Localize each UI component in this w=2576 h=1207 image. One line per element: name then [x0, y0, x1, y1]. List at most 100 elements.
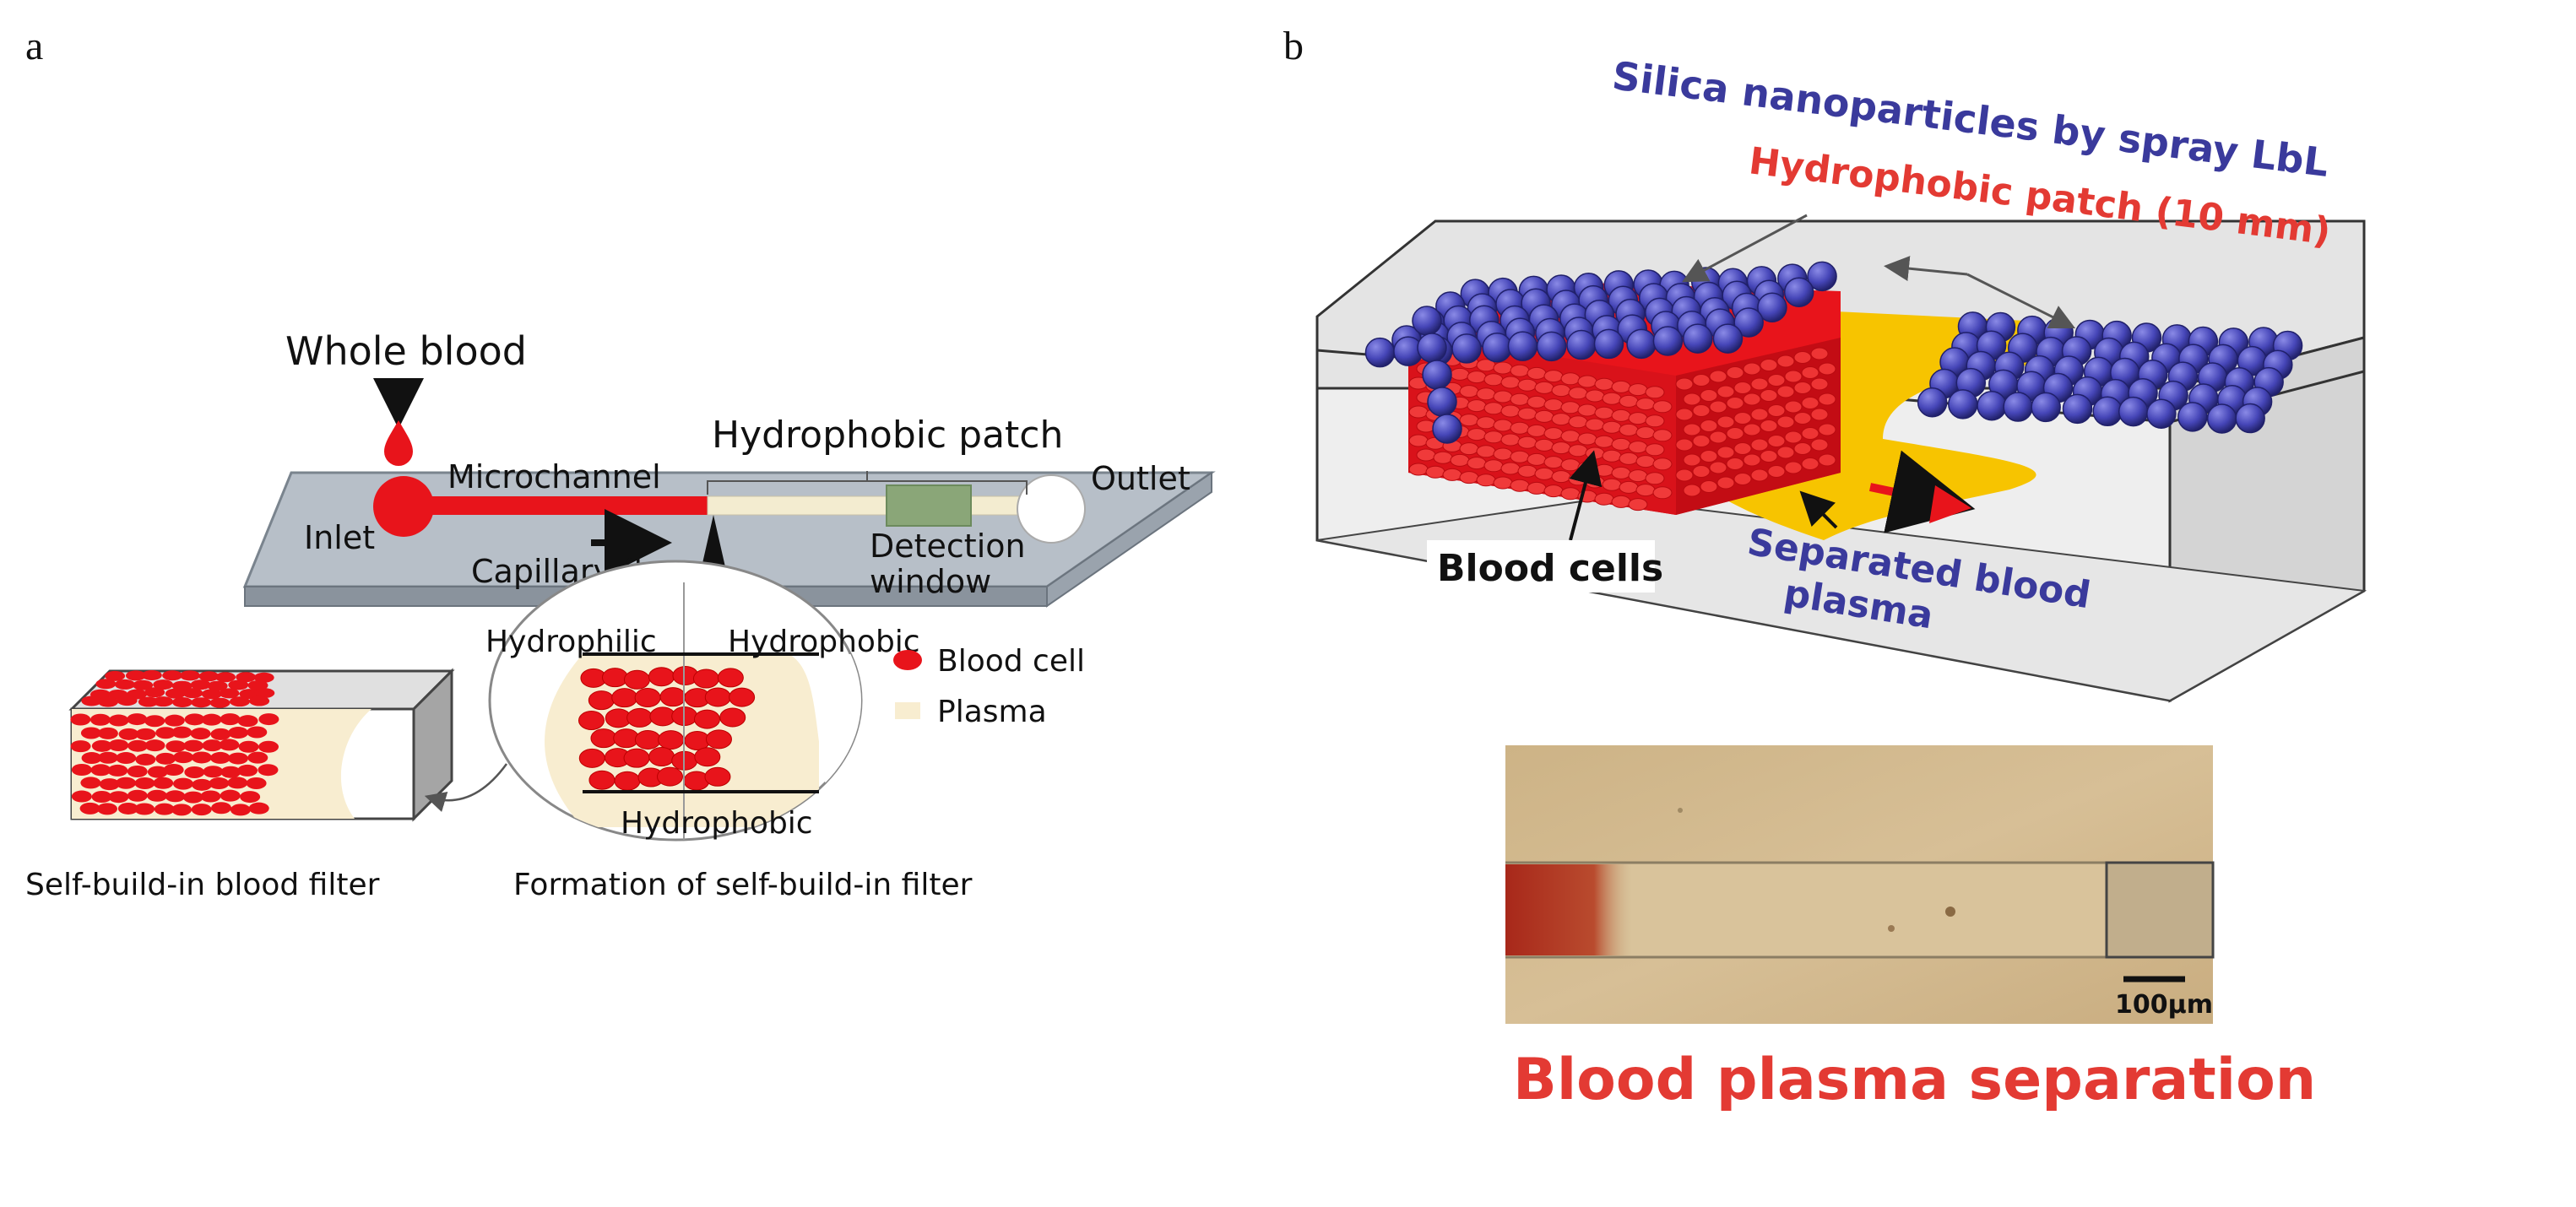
cube-cell — [1743, 453, 1761, 467]
cube-cell — [1611, 466, 1631, 479]
cube-cell — [1709, 461, 1727, 474]
cube-cell — [1784, 430, 1803, 444]
blood-cell — [704, 687, 731, 707]
cube-cell — [1700, 389, 1718, 402]
blood-cell — [246, 777, 267, 789]
cube-cell — [1611, 437, 1631, 451]
silica-nanoparticle — [1451, 333, 1482, 364]
magnified-blood-cells — [578, 665, 756, 791]
blood-cell — [138, 696, 159, 707]
cube-cell — [1619, 452, 1639, 465]
blood-cell — [590, 728, 617, 749]
cube-cell — [1467, 371, 1487, 384]
hydrophilic-label: Hydrophilic — [485, 625, 657, 659]
blood-cell — [172, 777, 193, 790]
cube-cell — [1585, 447, 1605, 460]
cube-cell — [1776, 355, 1795, 368]
cube-cell — [1675, 408, 1694, 421]
cube-cell — [1517, 464, 1537, 478]
blood-cell — [154, 803, 175, 815]
blood-cell — [239, 689, 260, 700]
cube-cell — [1675, 438, 1694, 452]
blood-cell — [127, 739, 149, 752]
cube-cell — [1611, 380, 1631, 393]
silica-nanoparticle — [2206, 403, 2237, 434]
cube-cell — [1500, 376, 1521, 389]
cube-cell — [1602, 392, 1622, 405]
blood-cell — [190, 679, 211, 690]
cube-cell — [1425, 465, 1445, 479]
blood-cell — [198, 671, 220, 682]
cube-cell — [1801, 397, 1819, 409]
blood-cell — [203, 766, 224, 778]
blood-cell — [171, 696, 193, 707]
cube-cell — [1619, 394, 1639, 408]
cube-cell — [1692, 374, 1711, 387]
nanoparticles-left — [1364, 261, 1837, 444]
cube-cell — [1784, 461, 1803, 474]
cube-cell — [1551, 441, 1571, 455]
patch-dim-left — [1884, 256, 1968, 282]
blood-cell — [165, 688, 186, 699]
cube-cell — [1818, 453, 1836, 467]
flow-arrow-head — [1929, 485, 1971, 523]
blood-cell — [220, 713, 241, 726]
blood-cell — [171, 804, 193, 816]
cube-cell — [1517, 436, 1537, 449]
cube-cell — [1551, 384, 1571, 398]
cube-cell — [1767, 374, 1786, 387]
cube-cell — [1784, 400, 1803, 414]
cube-cell — [1560, 372, 1581, 386]
detection-window — [886, 484, 972, 527]
detection-window-line-2: window — [870, 563, 991, 600]
blood-cell — [219, 739, 240, 751]
blood-cell — [247, 680, 268, 691]
hydrophobic-bottom-label: Hydrophobic — [621, 806, 813, 841]
hydrophobic-patch-label: Hydrophobic patch — [712, 414, 1063, 457]
blood-cell — [173, 751, 194, 764]
legend-plasma-label: Plasma — [937, 695, 1047, 729]
cube-cell — [1450, 367, 1470, 381]
cube-cell — [1619, 423, 1639, 436]
cube-cell — [1810, 347, 1829, 360]
blood-cell — [219, 688, 240, 699]
cube-cell — [1493, 476, 1513, 490]
blood-cell — [153, 696, 174, 707]
cube-cell — [1551, 470, 1571, 484]
silica-nanoparticle — [1733, 307, 1764, 338]
cube-cell — [1683, 423, 1701, 436]
cube-cell — [1801, 427, 1819, 440]
cube-cell — [1493, 419, 1513, 432]
cube-cell — [1527, 366, 1547, 380]
silica-nanoparticle — [1364, 337, 1396, 368]
blood-cell — [588, 770, 616, 790]
blood-cell — [180, 670, 201, 681]
blood-cell — [70, 740, 91, 753]
cube-cell — [1716, 385, 1735, 398]
cube-cell — [1776, 446, 1795, 459]
blood-cell — [249, 696, 270, 706]
cube-cell — [1594, 377, 1614, 391]
blood-cell — [134, 803, 155, 815]
cube-cell — [1543, 370, 1564, 383]
blood-cell — [144, 715, 165, 728]
cube-cell — [1793, 382, 1812, 394]
blood-cell — [183, 739, 204, 752]
blood-cell — [230, 804, 251, 816]
cube-cell — [1611, 495, 1631, 508]
cube-cell — [1476, 445, 1496, 458]
cube-cell — [1527, 452, 1547, 466]
cube-cell — [1675, 468, 1694, 482]
cube-cell — [1810, 408, 1829, 421]
cube-cell — [1534, 438, 1554, 452]
cube-cell — [1476, 416, 1496, 430]
cube-cell — [1577, 432, 1597, 446]
blood-cell — [80, 777, 101, 789]
cube-cell — [1493, 390, 1513, 403]
plasma-arrow — [1799, 490, 1838, 529]
cube-cell — [1543, 484, 1564, 498]
cube-cell — [1560, 487, 1581, 501]
blood-cell — [163, 764, 184, 777]
silica-nanoparticle — [1652, 326, 1684, 356]
cube-cell — [1776, 385, 1795, 398]
